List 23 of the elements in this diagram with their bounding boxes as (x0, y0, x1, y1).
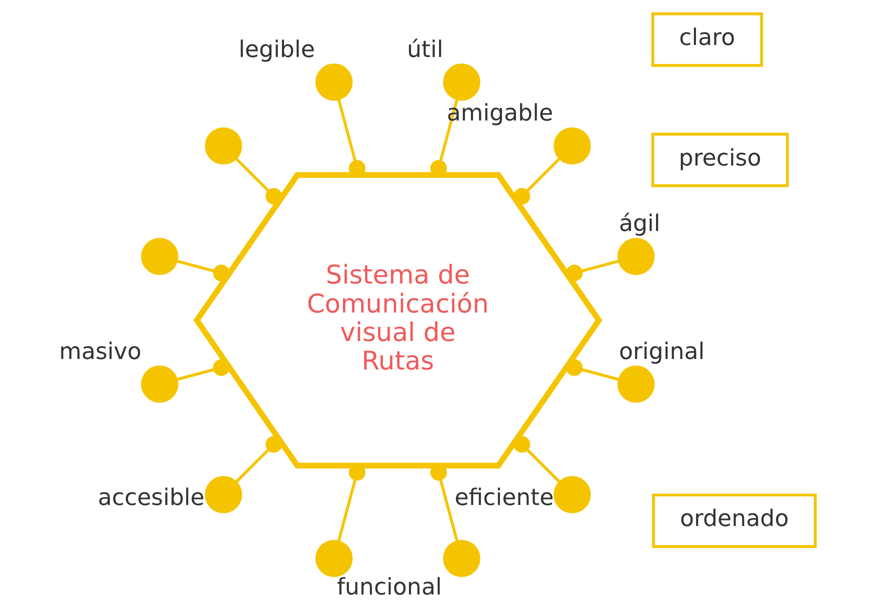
node-circle (141, 366, 178, 403)
node-circle (204, 127, 242, 165)
node-label: legible (238, 36, 315, 63)
node-circle (554, 476, 591, 514)
node-circle (315, 64, 353, 101)
node-circle (443, 540, 480, 578)
node-label: ágil (618, 211, 660, 238)
node-label: masivo (59, 338, 142, 365)
node-circle (617, 366, 655, 403)
node-box: ordenado (652, 494, 817, 548)
node-circle (443, 64, 480, 101)
node-label: funcional (336, 574, 442, 601)
node-label: original (618, 338, 705, 365)
node-label: accesible (98, 485, 205, 512)
node-circle (554, 127, 591, 165)
node-box: preciso (651, 132, 789, 188)
node-circle (204, 476, 242, 514)
node-label: útil (407, 36, 444, 63)
node-circle (315, 540, 353, 578)
node-box: claro (651, 12, 763, 67)
node-circle (617, 238, 655, 276)
node-label: eficiente (454, 485, 554, 512)
node-circle (141, 238, 178, 276)
